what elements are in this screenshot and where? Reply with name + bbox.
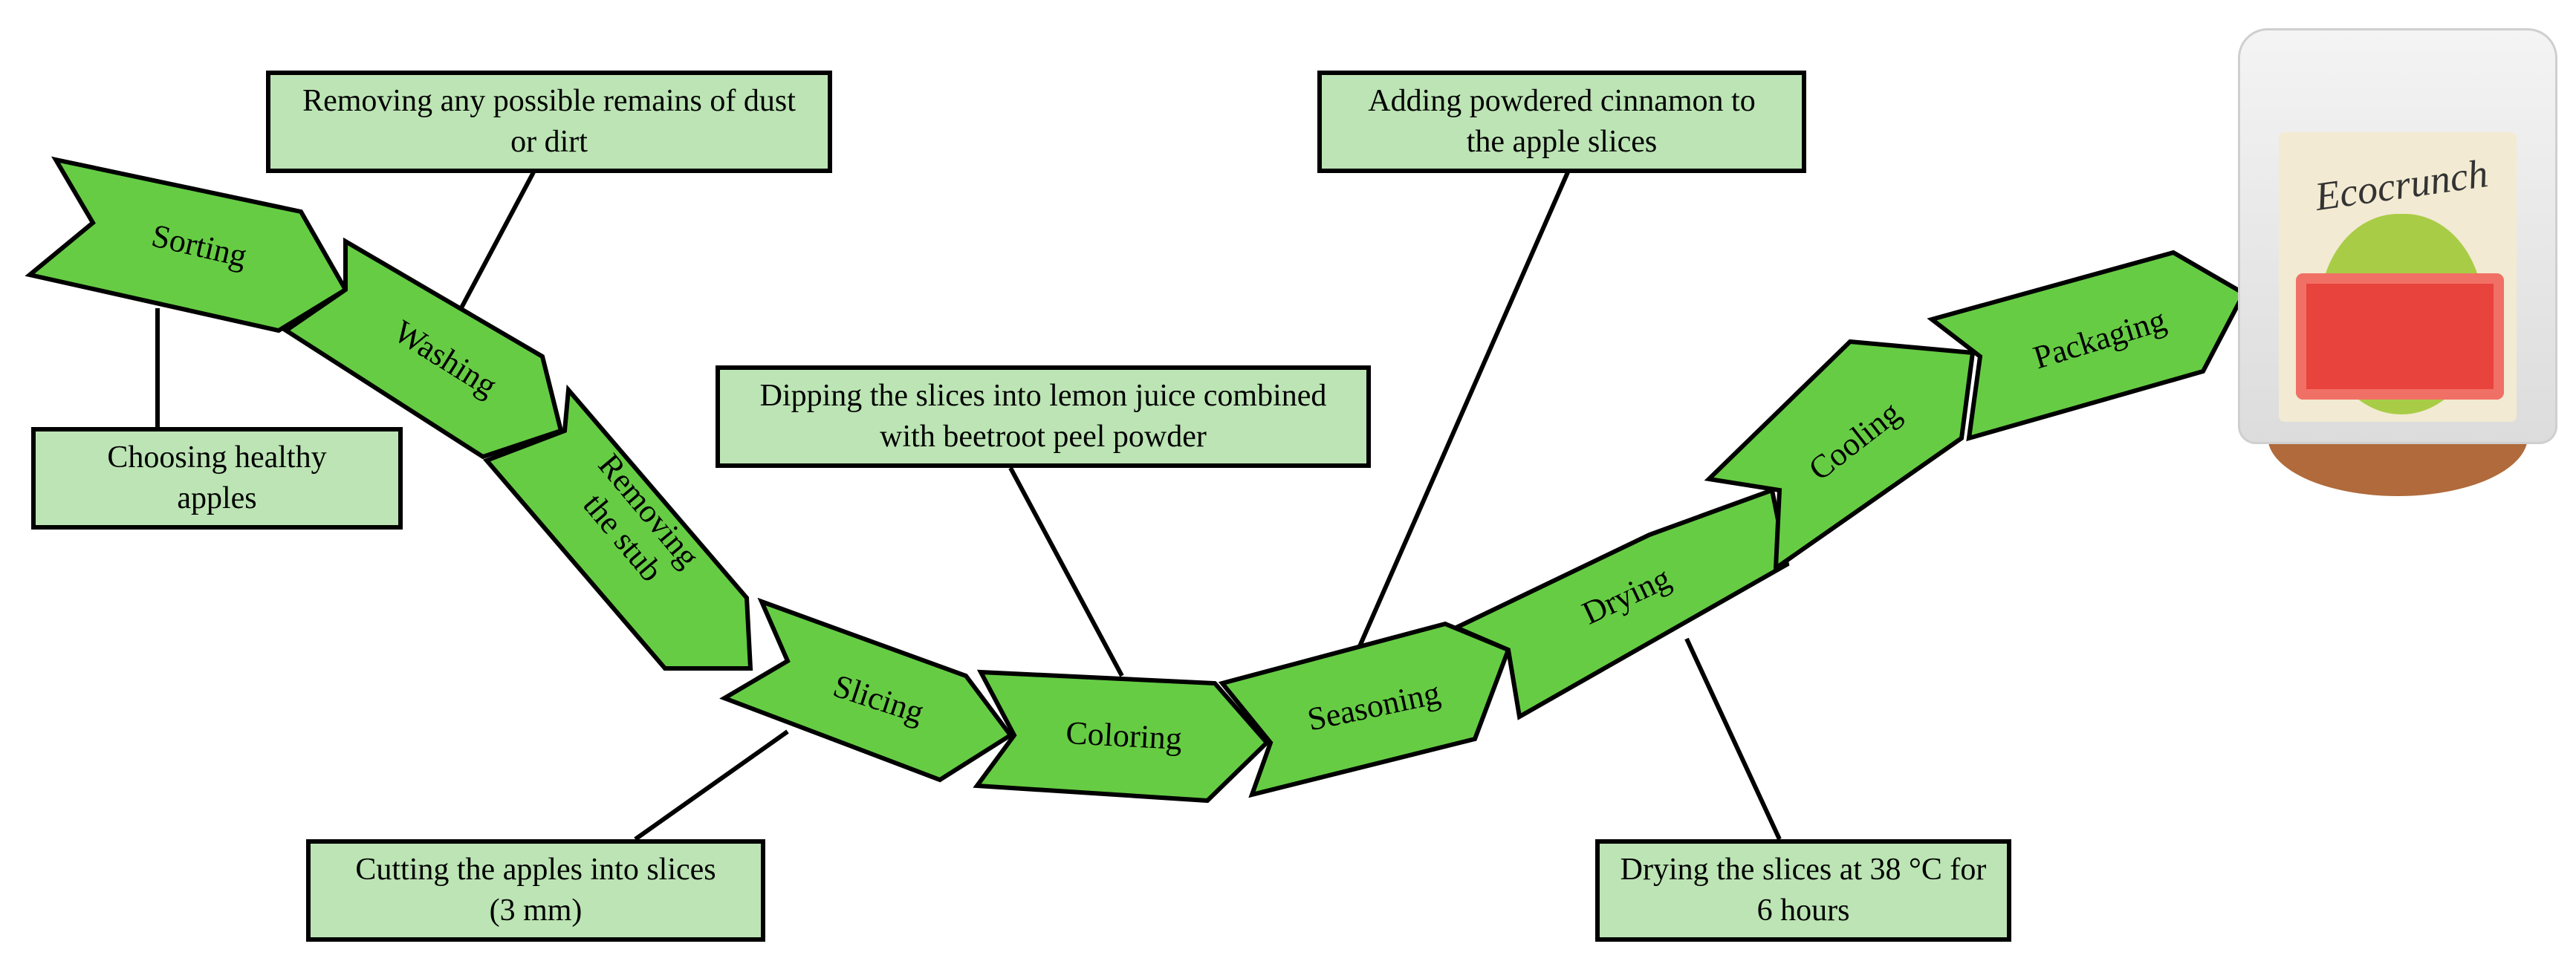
connector-adding-cinnamon (1357, 171, 1570, 648)
step-slicing: Slicing (719, 597, 1014, 783)
product-package-image: Ecocrunch (2238, 28, 2557, 496)
step-sorting: Sorting (25, 156, 349, 333)
step-label-coloring: Coloring (1065, 714, 1183, 757)
step-washing: Washing (282, 237, 564, 460)
note-choosing-healthy-apples: Choosing healthy apples (31, 427, 403, 530)
note-cutting-text: Cutting the apples into slices (3 mm) (355, 853, 716, 928)
note-dipping-text: Dipping the slices into lemon juice comb… (759, 379, 1327, 454)
connector-removing-dirt (457, 171, 536, 313)
apple-chips-window (2296, 273, 2504, 400)
connector-drying-temp (1684, 637, 1782, 841)
note-dipping-slices: Dipping the slices into lemon juice comb… (716, 365, 1371, 468)
note-removing-dust-or-dirt: Removing any possible remains of dust or… (266, 71, 832, 173)
note-choosing-text: Choosing healthy apples (107, 440, 327, 515)
connector-cutting (634, 729, 789, 841)
connector-dipping (1008, 466, 1124, 677)
note-drying-temperature: Drying the slices at 38 °C for 6 hours (1595, 839, 2011, 942)
note-drying-temp-text: Drying the slices at 38 °C for 6 hours (1620, 853, 1987, 928)
step-coloring: Coloring (973, 669, 1271, 804)
step-seasoning: Seasoning (1218, 621, 1511, 798)
note-removing-dirt-text: Removing any possible remains of dust or… (302, 84, 796, 159)
step-drying: Drying (1450, 486, 1790, 720)
step-removing-the-stub: Removing the stub (482, 384, 753, 671)
note-cutting-apples: Cutting the apples into slices (3 mm) (306, 839, 765, 942)
note-adding-cinnamon: Adding powdered cinnamon to the apple sl… (1317, 71, 1806, 173)
step-cooling: Cooling (1704, 339, 1976, 573)
note-adding-cinnamon-text: Adding powdered cinnamon to the apple sl… (1368, 84, 1756, 159)
step-packaging: Packaging (1927, 250, 2247, 442)
